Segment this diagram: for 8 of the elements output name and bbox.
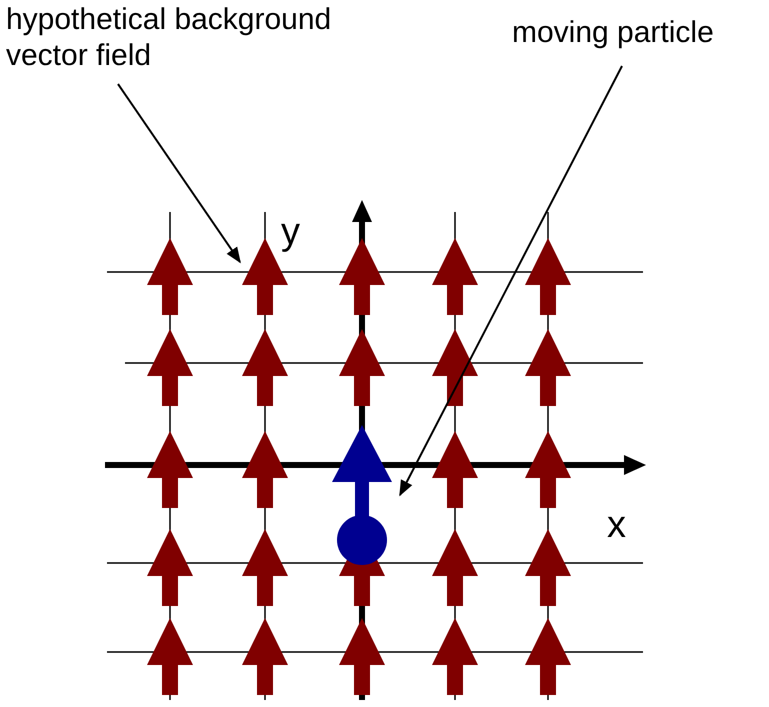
- callout-text: hypothetical background vector field: [6, 2, 411, 74]
- leader-line: [399, 66, 623, 496]
- axis-label: y: [281, 212, 300, 252]
- particle-drawing: [331, 423, 394, 567]
- axis-label: x: [607, 505, 626, 545]
- leader-line: [117, 83, 241, 264]
- vector-field-drawing: [104, 210, 646, 702]
- callout-text: moving particle: [512, 15, 769, 51]
